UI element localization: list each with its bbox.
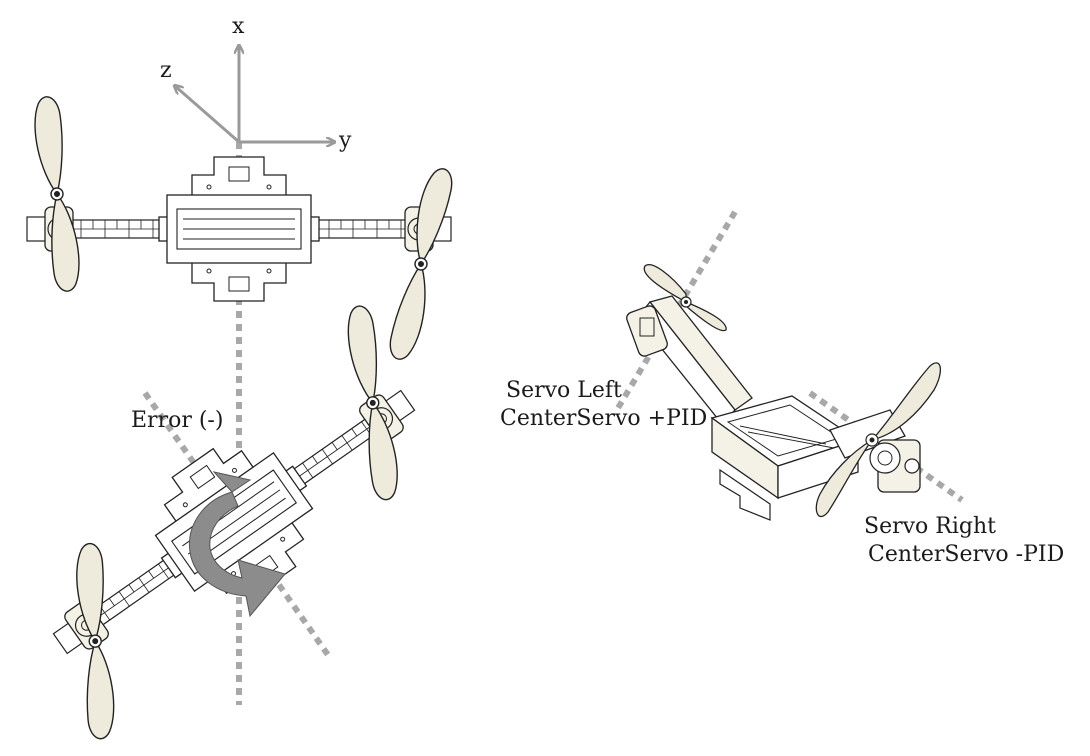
servo-right-title: Servo Right <box>864 514 996 539</box>
servo-left-rule: CenterServo +PID <box>500 406 708 431</box>
servo-left-title: Servo Left <box>506 378 622 403</box>
error-annotation: Error (-) <box>131 408 224 433</box>
servo-right-rule: CenterServo -PID <box>868 542 1065 567</box>
curved-arrow-ccw-icon <box>188 471 286 618</box>
z-axis-label: z <box>160 58 172 83</box>
coordinate-axes <box>175 46 334 142</box>
propeller-left-icon <box>28 94 86 294</box>
x-axis-label: x <box>232 14 245 39</box>
propeller-right-icon <box>386 164 456 364</box>
tricopter-top-view-level <box>27 94 456 364</box>
tricopter-top-view-rotated <box>0 303 490 741</box>
z-axis-arrow <box>175 86 240 144</box>
tricopter-isometric-view <box>615 210 964 521</box>
y-axis-label: y <box>339 128 352 153</box>
